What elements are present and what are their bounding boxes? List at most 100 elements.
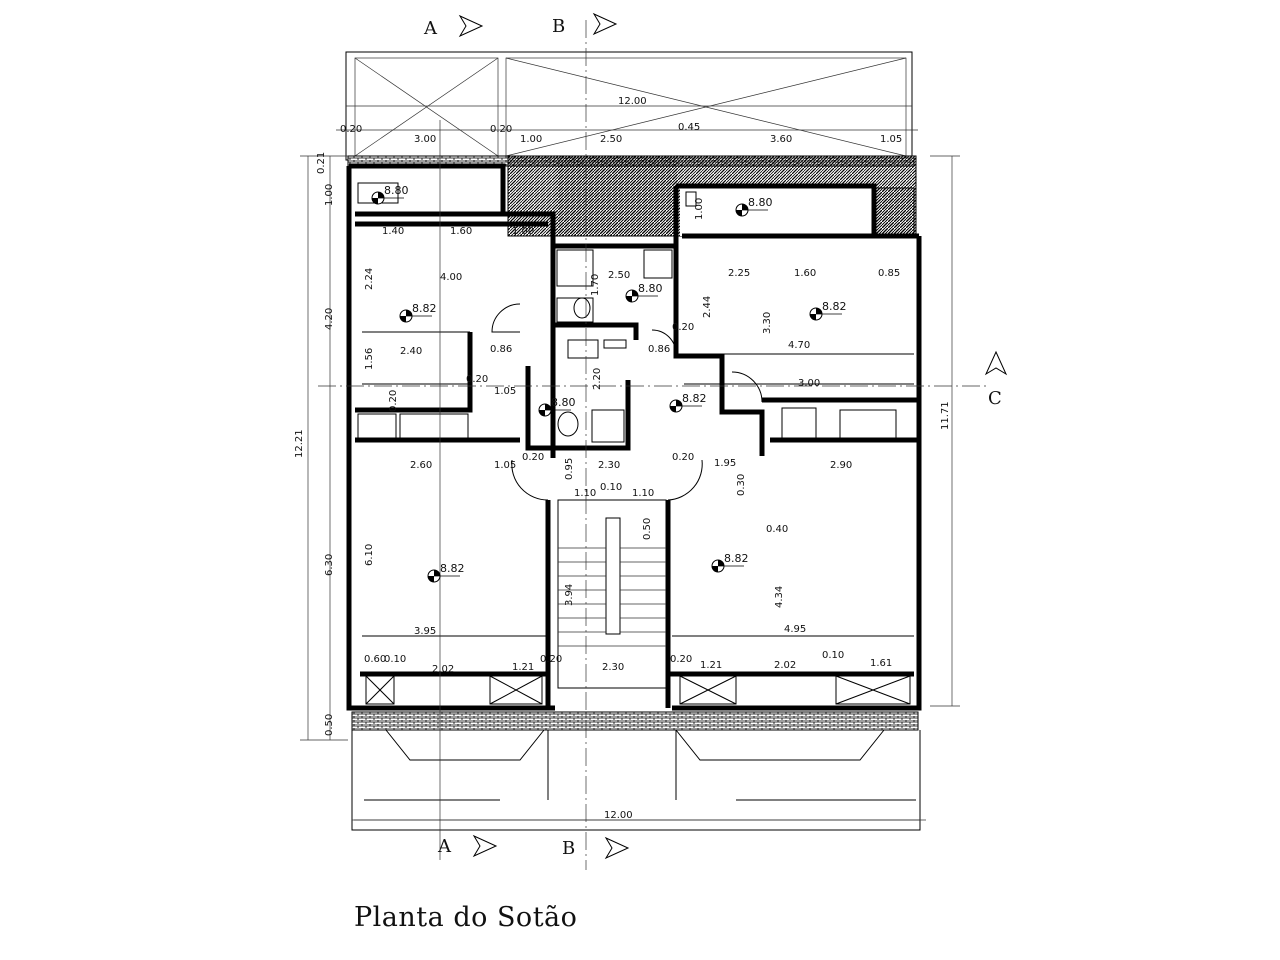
- level-value: 8.80: [638, 282, 663, 295]
- room-dimension: 2.25: [728, 268, 750, 279]
- room-dimension: 1.00: [694, 198, 705, 220]
- level-marker: 8.80: [625, 282, 663, 303]
- room-dimension: 2.24: [364, 268, 375, 290]
- room-dimension: 3.30: [762, 312, 773, 334]
- room-dimension: 2.30: [602, 662, 624, 673]
- room-dimension: 4.70: [788, 340, 810, 351]
- level-marker: 8.80: [538, 396, 576, 417]
- overall-width-bottom-label: 12.00: [604, 810, 633, 821]
- room-dimension: 0.10: [600, 482, 622, 493]
- drawing-title: Planta do Sotão: [354, 902, 578, 933]
- room-dimension: 0.40: [766, 524, 788, 535]
- room-dimension: 0.10: [822, 650, 844, 661]
- room-dimension: 0.86: [490, 344, 512, 355]
- room-dimension: 0.20: [672, 322, 694, 333]
- section-markers: A B A B C: [423, 12, 1008, 860]
- section-b-top: B: [552, 16, 565, 37]
- section-c: C: [988, 388, 1002, 409]
- room-dimension: 0.20: [466, 374, 488, 385]
- section-a-top: A: [423, 18, 438, 39]
- level-value: 8.82: [682, 392, 707, 405]
- room-dimension: 3.94: [564, 584, 575, 606]
- room-dimension: 1.40: [382, 226, 404, 237]
- room-dimension: 2.20: [592, 368, 603, 390]
- roof-tile-band: [347, 155, 917, 237]
- dimension-lines: [300, 20, 990, 870]
- door-swings: [491, 303, 763, 501]
- room-dimension: 0.20: [540, 654, 562, 665]
- level-marker: 8.80: [735, 196, 773, 217]
- top-chain-dimension: 0.20: [340, 124, 362, 135]
- level-value: 8.82: [412, 302, 437, 315]
- room-dimension: 0.10: [384, 654, 406, 665]
- room-dimension: 1.60: [450, 226, 472, 237]
- room-dimension: 4.34: [774, 586, 785, 608]
- room-dimension: 1.00: [512, 226, 534, 237]
- staircase: [557, 499, 667, 689]
- level-value: 8.82: [822, 300, 847, 313]
- level-value: 8.80: [384, 184, 409, 197]
- room-dimension: 6.10: [364, 544, 375, 566]
- room-dimension: 1.10: [574, 488, 596, 499]
- room-dimension: 0.50: [642, 518, 653, 540]
- exterior-walls: [346, 163, 922, 711]
- level-value: 8.82: [724, 552, 749, 565]
- level-marker: 8.82: [711, 552, 749, 573]
- top-chain-dimension: 3.00: [414, 134, 436, 145]
- room-dimension: 3.95: [414, 626, 436, 637]
- room-dimension: 1.60: [794, 268, 816, 279]
- room-dimension: 2.60: [410, 460, 432, 471]
- inner-depth-label: 11.71: [940, 401, 951, 430]
- top-chain-dimension: 0.20: [490, 124, 512, 135]
- room-dimension: 3.00: [798, 378, 820, 389]
- top-chain-dimension: 2.50: [600, 134, 622, 145]
- room-dimension: 1.05: [494, 386, 516, 397]
- bottom-balcony: [351, 711, 921, 831]
- room-dimension: 4.00: [440, 272, 462, 283]
- interior-walls: [355, 221, 919, 708]
- level-value: 8.80: [551, 396, 576, 409]
- room-dimension: 0.20: [388, 390, 399, 412]
- room-dimension: 2.02: [774, 660, 796, 671]
- dimension-labels: 12.00 12.00 12.21 11.71 0.21 1.00 4.20 6.30 0.50…: [294, 96, 951, 821]
- room-dimension: 2.30: [598, 460, 620, 471]
- room-dimension: 2.50: [608, 270, 630, 281]
- section-b-bottom: B: [562, 838, 575, 859]
- top-chain-dimension: 0.45: [678, 122, 700, 133]
- room-dimension: 1.70: [590, 274, 601, 296]
- left-chain-dimension: 4.20: [324, 308, 335, 330]
- overall-width-top-label: 12.00: [618, 96, 647, 107]
- room-dimension: 0.20: [670, 654, 692, 665]
- left-chain-dimension: 1.00: [324, 184, 335, 206]
- room-dimension: 2.40: [400, 346, 422, 357]
- level-marker: 8.82: [669, 392, 707, 413]
- room-dimension: 0.86: [648, 344, 670, 355]
- top-chain-dimension: 3.60: [770, 134, 792, 145]
- top-chain-dimension: 1.05: [880, 134, 902, 145]
- room-dimension: 1.21: [512, 662, 534, 673]
- room-dimension: 0.30: [736, 474, 747, 496]
- level-marker: 8.82: [809, 300, 847, 321]
- left-chain-dimension: 0.50: [324, 714, 335, 736]
- level-value: 8.80: [748, 196, 773, 209]
- left-chain-dimension: 6.30: [324, 554, 335, 576]
- room-dimension: 0.20: [672, 452, 694, 463]
- room-dimension: 2.90: [830, 460, 852, 471]
- room-dimension: 2.02: [432, 664, 454, 675]
- fixtures: [357, 182, 914, 705]
- room-dimension: 0.60: [364, 654, 386, 665]
- total-depth-label: 12.21: [294, 429, 305, 458]
- room-dimension: 1.56: [364, 348, 375, 370]
- level-marker: 8.82: [399, 302, 437, 323]
- room-dimension: 1.61: [870, 658, 892, 669]
- room-dimension: 2.44: [702, 296, 713, 318]
- room-dimension: 0.95: [564, 458, 575, 480]
- top-chain-dimension: 1.00: [520, 134, 542, 145]
- section-a-bottom: A: [437, 836, 452, 857]
- room-dimension: 1.21: [700, 660, 722, 671]
- left-chain-dimension: 0.21: [316, 152, 327, 174]
- level-marker: 8.80: [371, 184, 409, 205]
- room-dimension: 4.95: [784, 624, 806, 635]
